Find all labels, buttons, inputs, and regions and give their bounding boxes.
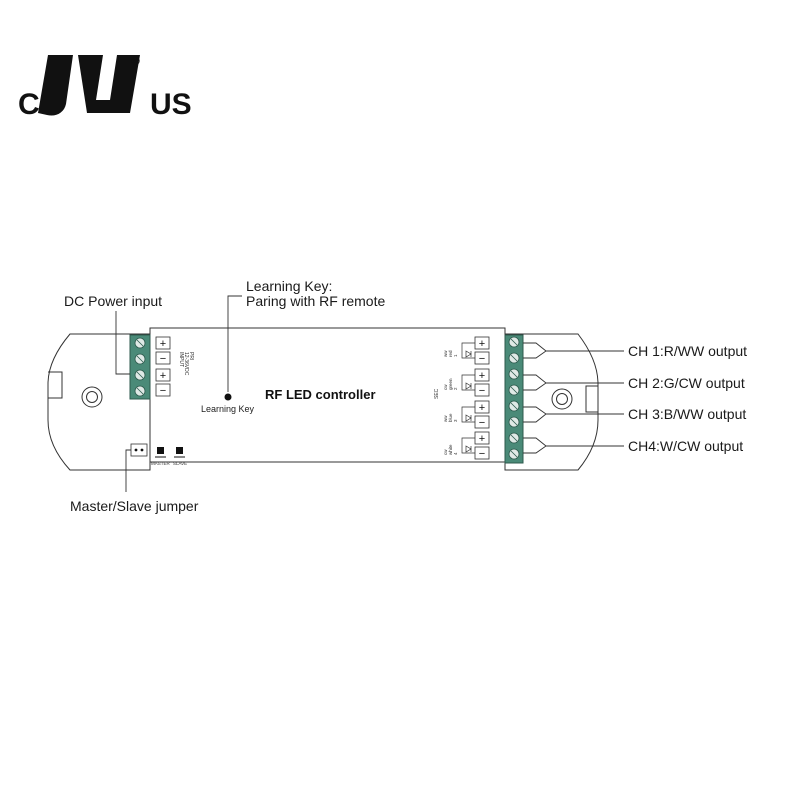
- jumper-slave-label: SLAVE: [173, 461, 187, 466]
- led-diode-icon: [465, 350, 472, 453]
- ch2-output-callout: CH 2:G/CW output: [628, 375, 745, 391]
- ch2-plus: +: [479, 370, 485, 382]
- input-terminal-block[interactable]: + − + − INPUT 12-36VDC PRI: [129, 334, 194, 400]
- registered-mark: ®: [131, 54, 140, 68]
- device-title: RF LED controller: [265, 387, 376, 402]
- master-slave-callout: Master/Slave jumper: [70, 498, 199, 514]
- logo-us-text: US: [150, 88, 192, 121]
- sec-label: SEC: [434, 388, 440, 399]
- input-minus-1: −: [160, 353, 166, 365]
- ul-mark: [38, 55, 140, 116]
- ch4-tag-color: cw: [443, 449, 448, 455]
- ch3-plus: +: [479, 402, 485, 414]
- mount-hole-right: [551, 388, 573, 410]
- culus-logo: C ® US: [18, 54, 192, 121]
- mount-hole-left: [81, 386, 103, 408]
- input-pri-label: PRI: [188, 352, 194, 360]
- learning-key-button[interactable]: [224, 393, 232, 401]
- output-channel-markings: + − + − + − + − ww red 1: [434, 336, 490, 460]
- output-wires: [523, 342, 547, 454]
- ch1-minus: −: [479, 353, 485, 365]
- ch2-minus: −: [479, 385, 485, 397]
- logo-c-text: C: [18, 88, 40, 121]
- jumper-indicators: MASTER SLAVE: [151, 447, 187, 466]
- input-plus-2: +: [160, 370, 166, 382]
- callout-leaders: [115, 295, 624, 492]
- ch2-tag-color: cw: [443, 384, 448, 390]
- learning-key-callout-desc: Paring with RF remote: [246, 293, 385, 309]
- learning-key-label: Learning Key: [201, 404, 255, 414]
- left-mount-slot: [48, 371, 63, 399]
- learning-key-callout-title: Learning Key:: [246, 278, 332, 294]
- ch1-tag-color: ww: [443, 350, 448, 357]
- input-label: INPUT: [178, 352, 184, 367]
- ch2-tag-name: green: [448, 378, 453, 390]
- ch2-tag-num: 2: [453, 387, 458, 390]
- ch1-output-callout: CH 1:R/WW output: [628, 343, 747, 359]
- controller-housing: [47, 327, 599, 471]
- right-mount-slot: [585, 385, 598, 413]
- ch4-minus: −: [479, 448, 485, 460]
- ch1-tag-num: 1: [453, 354, 458, 357]
- ch3-tag-num: 3: [453, 419, 458, 422]
- dc-power-input-callout: DC Power input: [64, 293, 162, 309]
- ch3-minus: −: [479, 417, 485, 429]
- input-plus-1: +: [160, 338, 166, 350]
- ch1-plus: +: [479, 338, 485, 350]
- output-terminal-block[interactable]: [504, 334, 524, 464]
- master-slave-jumper[interactable]: [130, 443, 148, 457]
- jumper-master-label: MASTER: [151, 461, 171, 466]
- ch4-output-callout: CH4:W/CW output: [628, 438, 743, 454]
- ch4-plus: +: [479, 433, 485, 445]
- ch3-output-callout: CH 3:B/WW output: [628, 406, 746, 422]
- ch3-tag-color: ww: [443, 415, 448, 422]
- input-minus-2: −: [160, 385, 166, 397]
- input-voltage-label: 12-36VDC: [183, 352, 189, 376]
- ch1-tag-name: red: [448, 350, 453, 357]
- ch4-tag-name: white: [448, 444, 453, 455]
- ch3-tag-name: blue: [448, 413, 453, 422]
- front-label-panel: [149, 327, 506, 463]
- ch4-tag-num: 4: [453, 452, 458, 455]
